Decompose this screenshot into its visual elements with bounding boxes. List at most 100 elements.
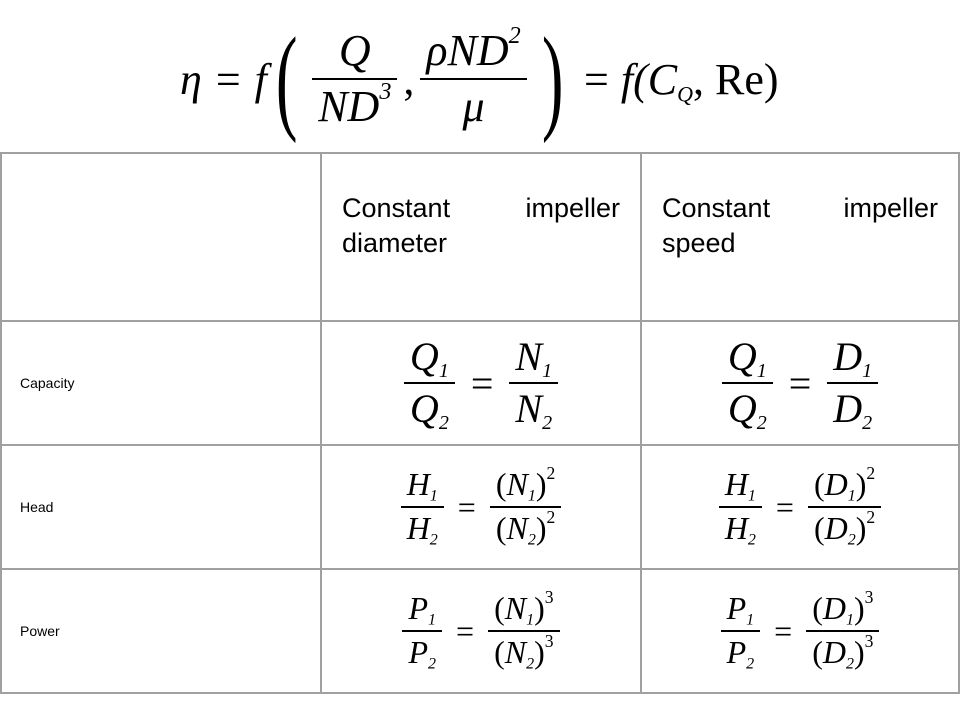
flow-coefficient-fraction: Q ND3	[312, 25, 398, 131]
reynolds-fraction: ρND2 μ	[420, 22, 527, 131]
comma: ,	[403, 54, 415, 104]
fraction-numerator: Q	[338, 25, 371, 75]
fraction-numerator: H1	[719, 466, 762, 505]
fraction-denominator: H2	[719, 510, 762, 549]
math-symbol: H2	[724, 510, 756, 549]
close-paren: )	[541, 13, 564, 144]
math-symbol: D2	[822, 634, 854, 673]
equals-sign: =	[774, 612, 793, 649]
header-constant-diameter: Constant impeller diameter	[320, 152, 642, 322]
fraction-numerator: (N1)3	[488, 587, 559, 629]
math-symbol: H2	[406, 510, 438, 549]
fraction-bar	[489, 506, 562, 508]
fraction-bar	[403, 382, 455, 384]
affinity-laws-table: Constant impeller diameter Constant impe…	[0, 152, 960, 694]
math-symbol: Q1	[409, 334, 449, 382]
math-symbol: N1	[515, 334, 553, 382]
eta-symbol: η	[180, 54, 202, 104]
fraction-denominator: μ	[462, 82, 485, 131]
fraction-denominator: (D2)3	[806, 631, 879, 673]
row-label-capacity: Capacity	[0, 320, 322, 446]
fraction-bar	[509, 382, 559, 384]
fraction-bar	[718, 506, 762, 508]
math-symbol: D2	[833, 386, 873, 434]
fraction-denominator: (D2)2	[808, 507, 881, 549]
fraction-numerator: D1	[827, 336, 878, 382]
open-paren: (	[275, 13, 298, 144]
equals-sign: =	[788, 360, 812, 406]
fraction-numerator: ρND2	[426, 22, 521, 75]
parenthesized-term: (N2)2	[495, 507, 556, 549]
fraction-bar	[400, 506, 444, 508]
parenthesized-term: (D2)3	[812, 631, 874, 673]
rhs-expression: f(CQ, Re)	[620, 54, 779, 107]
parenthesized-term: (N1)2	[495, 463, 556, 505]
fraction-bar	[420, 78, 527, 80]
math-symbol: H1	[724, 466, 756, 505]
fraction-numerator: H1	[401, 466, 444, 505]
function-f: f	[254, 54, 267, 104]
fraction-denominator: (N2)3	[488, 631, 559, 673]
ratio-fraction: (N1)2(N2)2	[489, 463, 562, 549]
ratio-fraction: (D1)2(D2)2	[807, 463, 882, 549]
fraction-denominator: D2	[827, 386, 878, 434]
parenthesized-term: (N1)3	[494, 587, 554, 629]
math-symbol: N2	[515, 386, 553, 434]
math-symbol: P1	[408, 590, 437, 629]
fraction-bar	[807, 506, 882, 508]
fraction-denominator: Q2	[404, 388, 455, 434]
parenthesized-term: (D1)3	[812, 587, 874, 629]
fraction-denominator: P2	[402, 634, 442, 673]
fraction-bar	[721, 382, 773, 384]
header-cell-empty	[0, 152, 322, 322]
parenthesized-term: (D2)2	[813, 507, 876, 549]
fraction-denominator: (N2)2	[490, 507, 561, 549]
fraction-numerator: (N1)2	[490, 463, 561, 505]
math-symbol: P2	[408, 634, 437, 673]
fraction-numerator: N1	[509, 334, 558, 382]
equals-sign: =	[457, 488, 476, 525]
fraction-bar	[402, 630, 443, 632]
ratio-fraction: (N1)3(N2)3	[488, 587, 560, 673]
math-symbol: H1	[406, 466, 438, 505]
parenthesized-term: (D1)2	[813, 463, 876, 505]
equals-sign: =	[456, 612, 475, 649]
math-symbol: D2	[824, 510, 856, 549]
math-symbol: N1	[504, 590, 535, 629]
fraction-numerator: P1	[402, 590, 442, 629]
fraction-numerator: Q1	[722, 334, 773, 382]
fraction-denominator: ND3	[318, 78, 392, 131]
fraction-numerator: (D1)3	[806, 587, 879, 629]
fraction-numerator: P1	[721, 592, 761, 629]
fraction-denominator: H2	[401, 510, 444, 549]
math-symbol: P2	[726, 634, 755, 673]
fraction-denominator: P2	[721, 634, 761, 673]
math-symbol: N2	[506, 510, 536, 549]
math-symbol: N1	[506, 466, 536, 505]
equals-sign: =	[584, 54, 609, 104]
fraction-bar	[827, 382, 879, 384]
math-symbol: D1	[822, 590, 854, 629]
fraction-bar	[312, 78, 398, 80]
fraction-bar	[488, 630, 560, 632]
row-label-head: Head	[0, 444, 322, 570]
ratio-fraction: (D1)3(D2)3	[806, 587, 880, 673]
parenthesized-term: (N2)3	[494, 631, 554, 673]
fraction-bar	[720, 630, 761, 632]
fraction-denominator: Q2	[722, 388, 773, 434]
fraction-bar	[806, 630, 880, 632]
math-symbol: Q1	[727, 334, 767, 382]
